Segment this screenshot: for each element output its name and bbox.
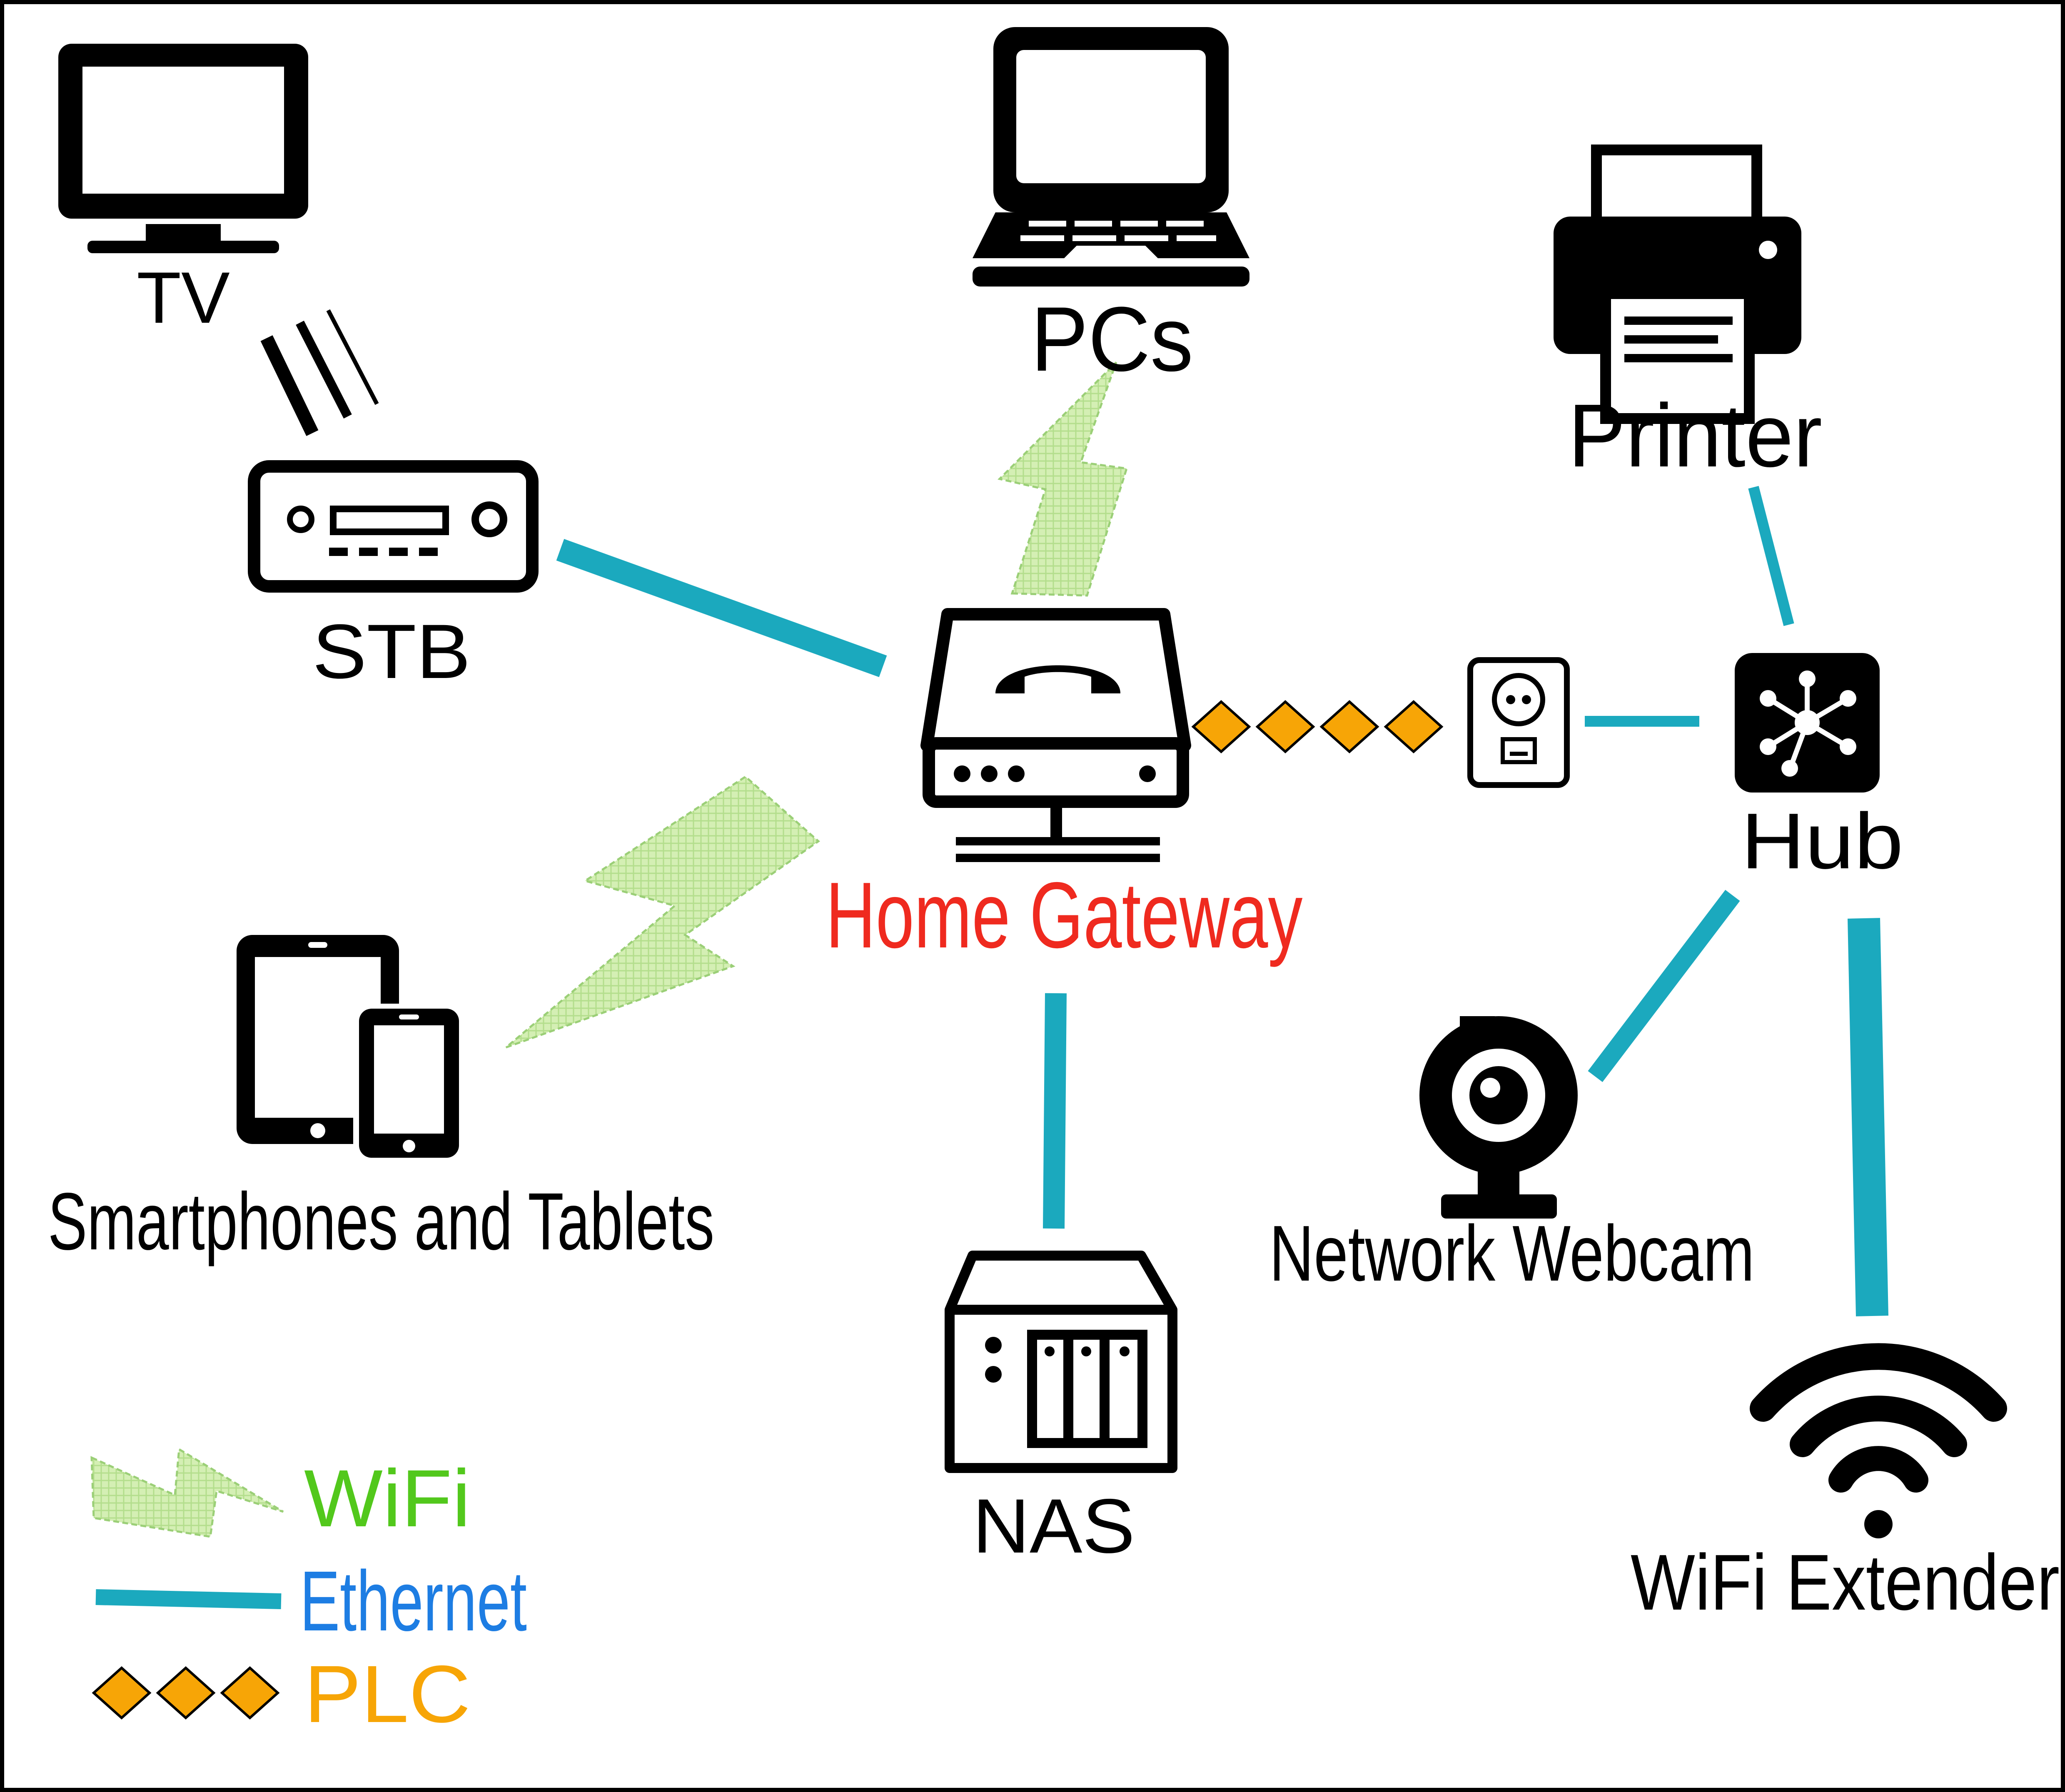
tablet-phone-icon	[237, 935, 464, 1162]
ethernet-link-hub-extender	[1848, 918, 1888, 1316]
legend-plc-label: PLC	[304, 1649, 471, 1740]
printer-label: Printer	[1568, 385, 1822, 486]
node-labels: TV PCs Printer STB Home Gateway Hub Smar…	[48, 257, 2060, 1627]
stb-label: STB	[312, 609, 471, 695]
gateway-label: Home Gateway	[826, 862, 1303, 967]
home-gateway-icon	[920, 608, 1191, 862]
legend-wifi-icon	[90, 1447, 284, 1538]
printer-icon	[1554, 145, 1801, 424]
legend-ethernet-icon	[95, 1589, 282, 1609]
ethernet-link-printer-hub	[1748, 486, 1794, 626]
pcs-label: PCs	[1031, 288, 1193, 390]
wifi-icon	[1750, 1343, 2007, 1538]
tv-label: TV	[137, 257, 230, 339]
webcam-label: Network Webcam	[1269, 1209, 1755, 1298]
hub-icon	[1735, 653, 1880, 793]
webcam-icon	[1419, 1016, 1578, 1219]
legend-plc-icon	[92, 1666, 280, 1720]
legend-wifi-label: WiFi	[304, 1453, 471, 1544]
nas-label: NAS	[973, 1483, 1135, 1569]
ethernet-link-hub-webcam	[1588, 890, 1740, 1082]
legend: WiFi Ethernet PLC	[90, 1447, 527, 1740]
connections	[260, 309, 1888, 1316]
ethernet-link-gateway-nas	[1043, 993, 1067, 1229]
hub-label: Hub	[1741, 797, 1903, 885]
tv-icon	[58, 44, 308, 253]
wifi-link-gateway-pcs	[998, 361, 1128, 597]
set-top-box-icon	[248, 460, 539, 593]
wifi-link-gateway-smartphones	[505, 775, 821, 1049]
laptop-icon	[973, 27, 1249, 287]
smartphones-label: Smartphones and Tablets	[48, 1176, 714, 1267]
plc-link-gateway-adapter	[1191, 700, 1444, 754]
extender-label: WiFi Extender	[1631, 1538, 2060, 1627]
tv-stb-cable	[260, 309, 379, 436]
power-outlet-adapter-icon	[1467, 657, 1570, 788]
legend-ethernet-label: Ethernet	[300, 1553, 527, 1649]
ethernet-link-stb-gateway	[556, 539, 887, 677]
nas-icon	[945, 1251, 1177, 1473]
